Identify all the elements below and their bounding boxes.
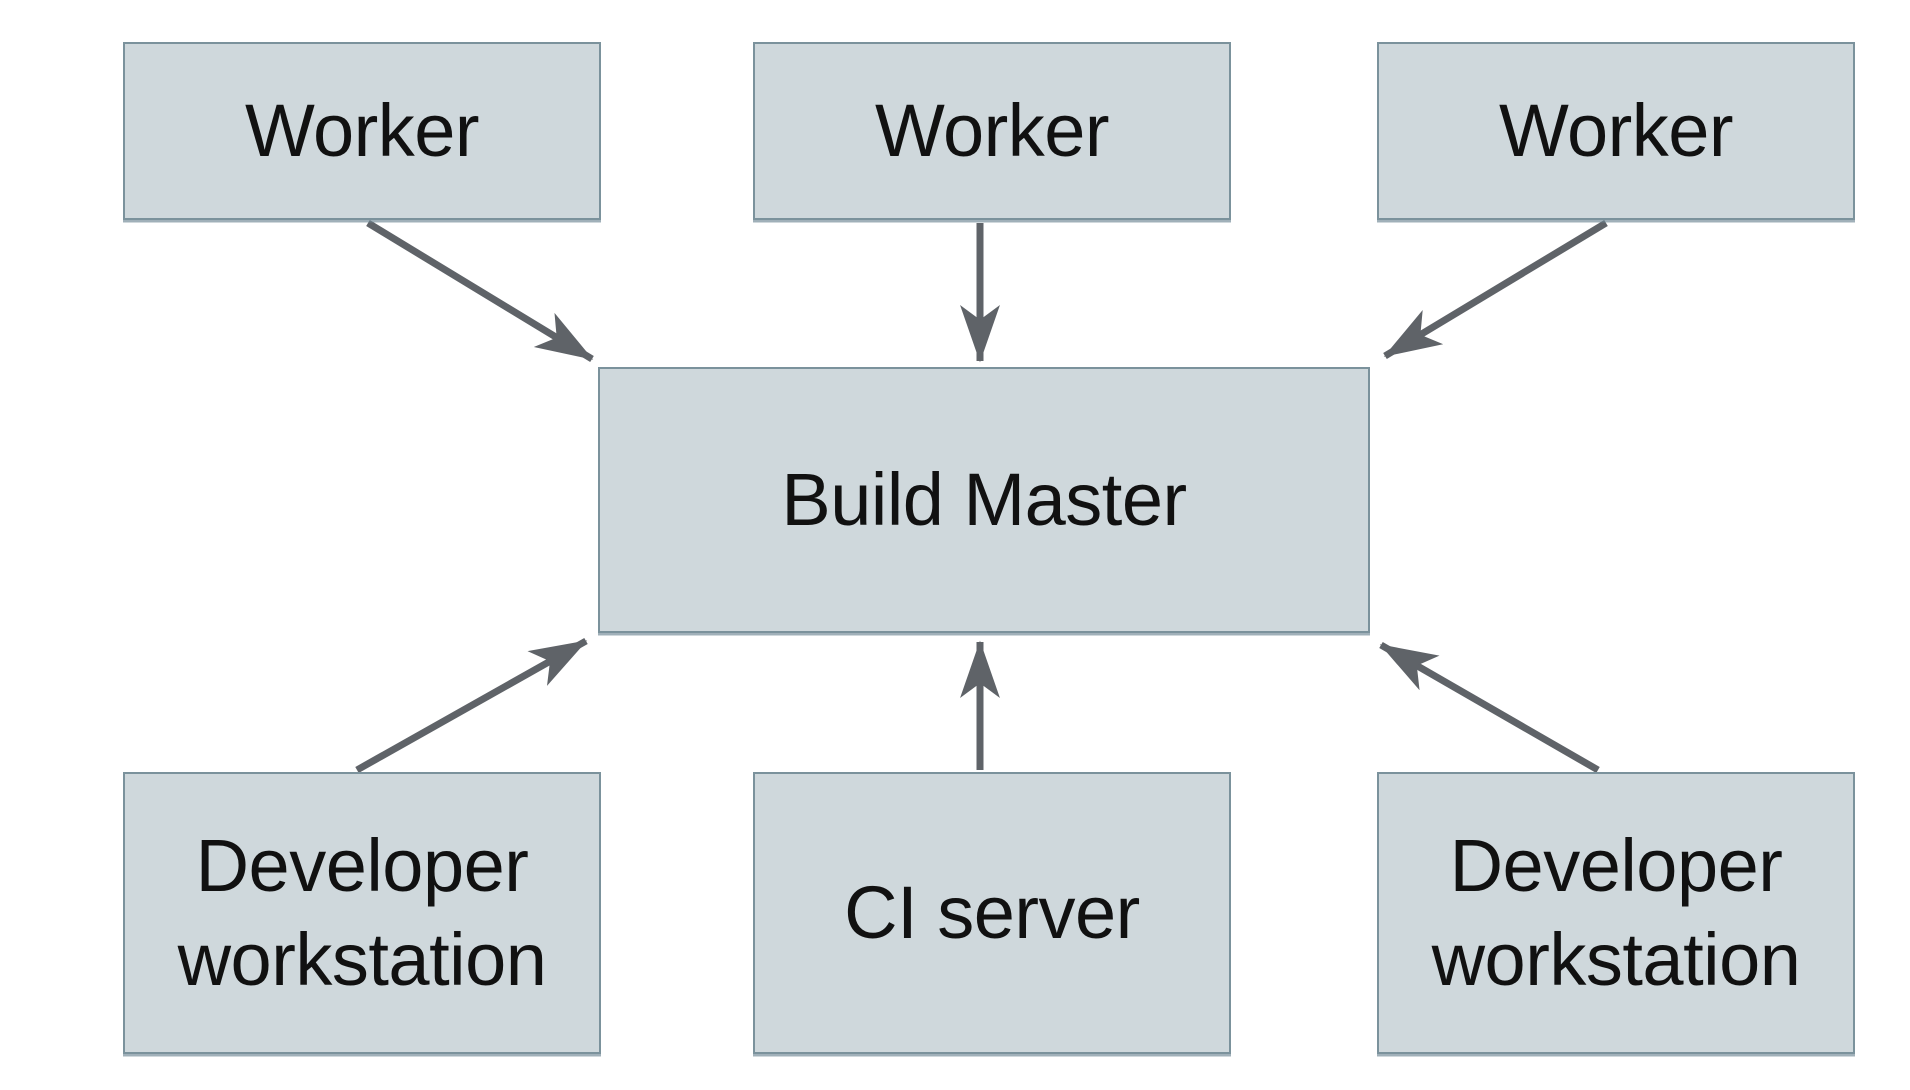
arrow-worker-1-to-build-master bbox=[366, 220, 594, 362]
node-build-master: Build Master bbox=[598, 367, 1370, 633]
node-worker-1-label: Worker bbox=[244, 89, 480, 173]
node-worker-1: Worker bbox=[123, 42, 601, 220]
node-ci-server: CI server bbox=[753, 772, 1231, 1054]
node-developer-workstation-left: Developer workstation bbox=[123, 772, 601, 1054]
node-worker-2-label: Worker bbox=[874, 89, 1110, 173]
node-worker-2: Worker bbox=[753, 42, 1231, 220]
arrow-developer-workstation-right-to-build-master bbox=[1379, 641, 1600, 774]
node-developer-workstation-right-label: Developer workstation bbox=[1431, 824, 1801, 1001]
node-ci-server-label: CI server bbox=[844, 871, 1140, 955]
node-build-master-label: Build Master bbox=[781, 458, 1187, 542]
arrow-worker-3-to-build-master bbox=[1383, 220, 1608, 359]
node-developer-workstation-left-label: Developer workstation bbox=[177, 824, 547, 1001]
node-developer-workstation-right: Developer workstation bbox=[1377, 772, 1855, 1054]
node-worker-3-label: Worker bbox=[1498, 89, 1734, 173]
arrow-developer-workstation-left-to-build-master bbox=[355, 637, 588, 774]
node-worker-3: Worker bbox=[1377, 42, 1855, 220]
